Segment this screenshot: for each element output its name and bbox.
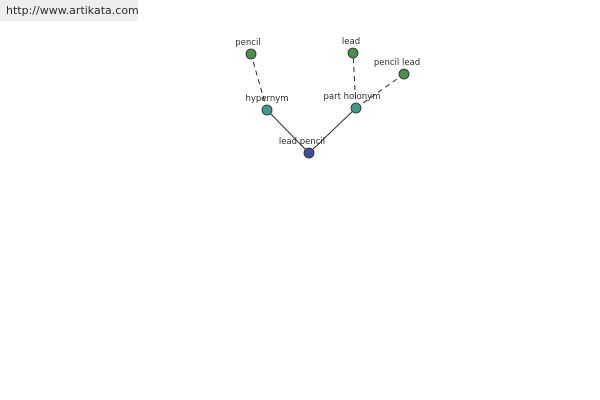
edge-part-holonym-to-pencil-lead <box>355 73 405 109</box>
node-label-lead-pencil: lead pencil <box>279 137 325 147</box>
edge-hypernym-to-pencil <box>250 53 268 111</box>
site-url-banner[interactable]: http://www.artikata.com <box>0 0 139 21</box>
labels-layer: pencil hypernym lead pencil lead part holony… <box>235 37 420 147</box>
edge-part-holonym-to-lead <box>352 52 357 109</box>
nodes-layer <box>245 47 410 159</box>
node-label-pencil-lead: pencil lead <box>374 58 420 68</box>
node-label-hypernym: hypernym <box>245 94 288 104</box>
node-part-holonym[interactable] <box>350 102 362 114</box>
edges-layer <box>250 52 405 154</box>
node-label-pencil: pencil <box>235 38 260 48</box>
node-pencil[interactable] <box>245 48 257 60</box>
node-label-part-holonym: part holonym <box>324 92 381 102</box>
node-lead-pencil[interactable] <box>303 147 315 159</box>
node-label-lead: lead <box>342 37 360 47</box>
node-lead[interactable] <box>347 47 359 59</box>
node-hypernym[interactable] <box>261 104 273 116</box>
node-pencil-lead[interactable] <box>398 68 410 80</box>
edge-lead-pencil-to-part-holonym <box>308 107 357 154</box>
edge-lead-pencil-to-hypernym <box>266 109 310 154</box>
